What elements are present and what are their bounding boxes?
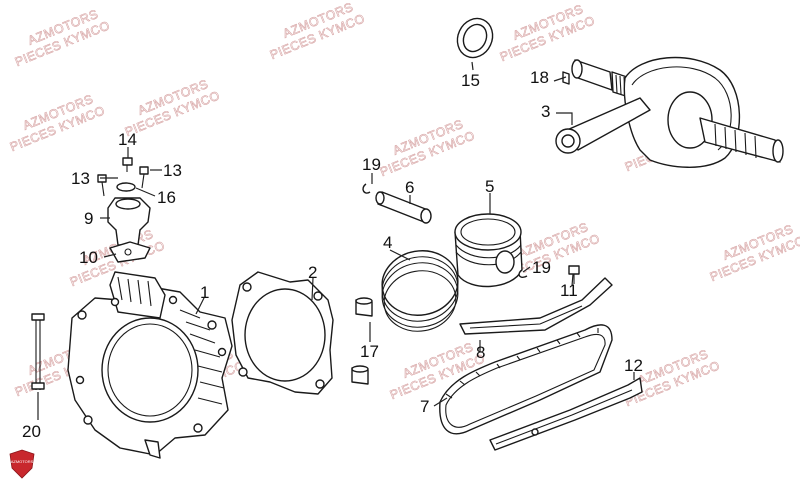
callout-1: 1 — [200, 283, 209, 302]
callout-7: 7 — [420, 397, 429, 416]
part-19-clip — [362, 183, 371, 194]
part-14-bolt-top — [122, 157, 133, 172]
part-8-tensioner-guide — [459, 277, 613, 335]
callout-8: 8 — [476, 343, 485, 362]
part-11-bolt — [568, 265, 580, 284]
logo-text: AZMOTORS — [11, 459, 34, 464]
watermark: AZMOTORS PIECES KYMCO — [8, 92, 108, 155]
callout-3: 3 — [541, 102, 550, 121]
part-13-bolt-right — [139, 166, 149, 189]
callout-5: 5 — [485, 177, 494, 196]
callout-10: 10 — [79, 248, 98, 267]
logo-shield-icon — [9, 449, 35, 479]
callout-15: 15 — [461, 71, 480, 90]
watermark: AZMOTORS PIECES KYMCO — [498, 2, 598, 65]
watermark: AZMOTORS PIECES KYMCO — [13, 7, 113, 70]
azmotors-logo: AZMOTORS — [9, 449, 35, 479]
callout-17: 17 — [360, 342, 379, 361]
watermark: AZMOTORS PIECES KYMCO — [708, 222, 800, 285]
callout-14: 14 — [118, 130, 137, 149]
callout-11: 11 — [560, 281, 578, 300]
part-18-key — [562, 71, 570, 85]
part-5-piston — [454, 213, 523, 288]
part-17-dowel-pins — [351, 297, 373, 385]
part-19-clip — [518, 269, 528, 279]
callout-18: 18 — [530, 68, 549, 87]
callout-19-top: 19 — [362, 155, 381, 174]
callouts: 1 2 3 4 5 6 7 8 9 10 11 12 13 13 14 15 1… — [22, 68, 643, 441]
callout-20: 20 — [22, 422, 41, 441]
watermark: AZMOTORS PIECES KYMCO — [268, 0, 368, 62]
part-4-piston-rings — [381, 250, 459, 332]
part-7-cam-chain — [439, 324, 613, 435]
part-2-gasket — [231, 271, 334, 395]
callout-19-right: 19 — [532, 258, 551, 277]
callout-2: 2 — [308, 263, 317, 282]
part-6-piston-pin — [375, 191, 432, 224]
part-3-crankshaft — [555, 56, 784, 168]
callout-9: 9 — [84, 209, 93, 228]
part-1-cylinder — [67, 271, 233, 459]
part-12-chain-guide — [489, 377, 643, 451]
leader-lines — [37, 61, 635, 420]
part-20-studs — [31, 313, 45, 390]
part-15-seal — [456, 17, 494, 59]
watermark: AZMOTORS PIECES KYMCO — [623, 347, 723, 410]
callout-12: 12 — [624, 356, 643, 375]
watermark: AZMOTORS PIECES KYMCO — [378, 117, 478, 180]
callout-16: 16 — [157, 188, 176, 207]
callout-6: 6 — [405, 178, 414, 197]
callout-13-left: 13 — [71, 169, 90, 188]
callout-4: 4 — [383, 233, 392, 252]
part-16-oring — [116, 182, 136, 192]
part-10-gasket — [109, 241, 151, 263]
callout-13-right: 13 — [163, 161, 182, 180]
